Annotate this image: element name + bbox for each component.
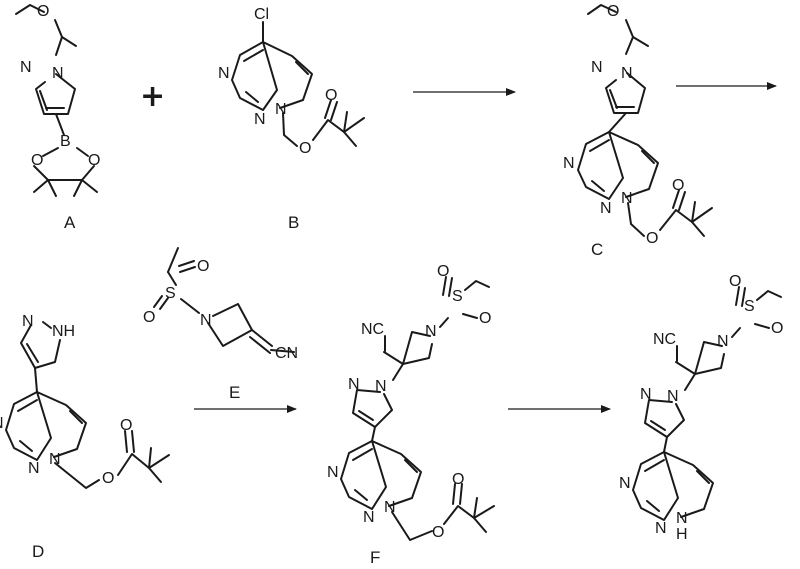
atom-nc: NC xyxy=(653,331,676,348)
atom-nh: NH xyxy=(52,323,75,340)
atom-o: O xyxy=(437,263,449,280)
compound-d: N NH N N N O O xyxy=(0,313,170,489)
atom-o: O xyxy=(197,258,209,275)
atom-n: N xyxy=(363,509,375,526)
atom-nc: NC xyxy=(361,321,384,338)
atom-n: N xyxy=(348,376,360,393)
atom-o: O xyxy=(672,177,684,194)
atom-n: N xyxy=(621,65,633,82)
atom-o: O xyxy=(37,3,49,20)
atom-n: N xyxy=(22,313,34,330)
atom-n: N xyxy=(327,464,339,481)
atom-o: O xyxy=(452,471,464,488)
atom-o: O xyxy=(771,320,783,337)
product-compound: S O O N NC N N N N N H xyxy=(619,273,783,543)
atom-o: O xyxy=(646,230,658,247)
compound-b: Cl N N N O O xyxy=(218,6,365,157)
atom-n: N xyxy=(384,499,396,516)
plus-sign: + xyxy=(140,79,165,114)
atom-o: O xyxy=(299,140,311,157)
atom-n: N xyxy=(0,415,4,432)
atom-o: O xyxy=(607,3,619,20)
atom-h: H xyxy=(676,526,688,543)
atom-cl: Cl xyxy=(254,6,269,23)
atom-o: O xyxy=(31,152,43,169)
atom-o: O xyxy=(479,310,491,327)
compound-label-a: A xyxy=(64,213,76,232)
atom-o: O xyxy=(729,273,741,290)
atom-n: N xyxy=(375,378,387,395)
atom-s: S xyxy=(165,285,176,302)
atom-o: O xyxy=(120,417,132,434)
atom-n: N xyxy=(619,475,631,492)
compound-label-c: C xyxy=(591,240,603,259)
atom-n: N xyxy=(20,59,32,76)
atom-n: N xyxy=(655,520,667,537)
atom-n: N xyxy=(667,388,679,405)
atom-n: N xyxy=(676,510,688,527)
compound-f: S O O N NC N N N N N O O xyxy=(327,263,495,541)
compound-a: O N N B O O xyxy=(15,3,100,197)
reagent-label: E xyxy=(229,383,240,402)
compound-c: O N N N N N O O xyxy=(563,3,713,247)
atom-n: N xyxy=(52,65,64,82)
atom-o: O xyxy=(143,309,155,326)
atom-o: O xyxy=(432,524,444,541)
atom-n: N xyxy=(425,323,437,340)
atom-n: N xyxy=(275,101,287,118)
atom-n: N xyxy=(621,190,633,207)
atom-n: N xyxy=(591,59,603,76)
atom-n: N xyxy=(200,312,212,329)
atom-n: N xyxy=(49,451,61,468)
atom-n: N xyxy=(717,333,729,350)
atom-n: N xyxy=(600,200,612,217)
compound-e: S O O N CN xyxy=(143,247,298,362)
atom-s: S xyxy=(452,288,463,305)
atom-o: O xyxy=(102,470,114,487)
atom-o: O xyxy=(325,87,337,104)
compound-label-b: B xyxy=(288,213,299,232)
compound-label-f: F xyxy=(370,548,380,567)
atom-n: N xyxy=(640,386,652,403)
compound-label-d: D xyxy=(32,542,44,561)
atom-n: N xyxy=(218,65,230,82)
atom-s: S xyxy=(744,298,755,315)
atom-b: B xyxy=(60,133,71,150)
atom-cn: CN xyxy=(275,345,298,362)
atom-o: O xyxy=(88,152,100,169)
atom-n: N xyxy=(28,460,40,477)
atom-n: N xyxy=(254,111,266,128)
atom-n: N xyxy=(563,155,575,172)
